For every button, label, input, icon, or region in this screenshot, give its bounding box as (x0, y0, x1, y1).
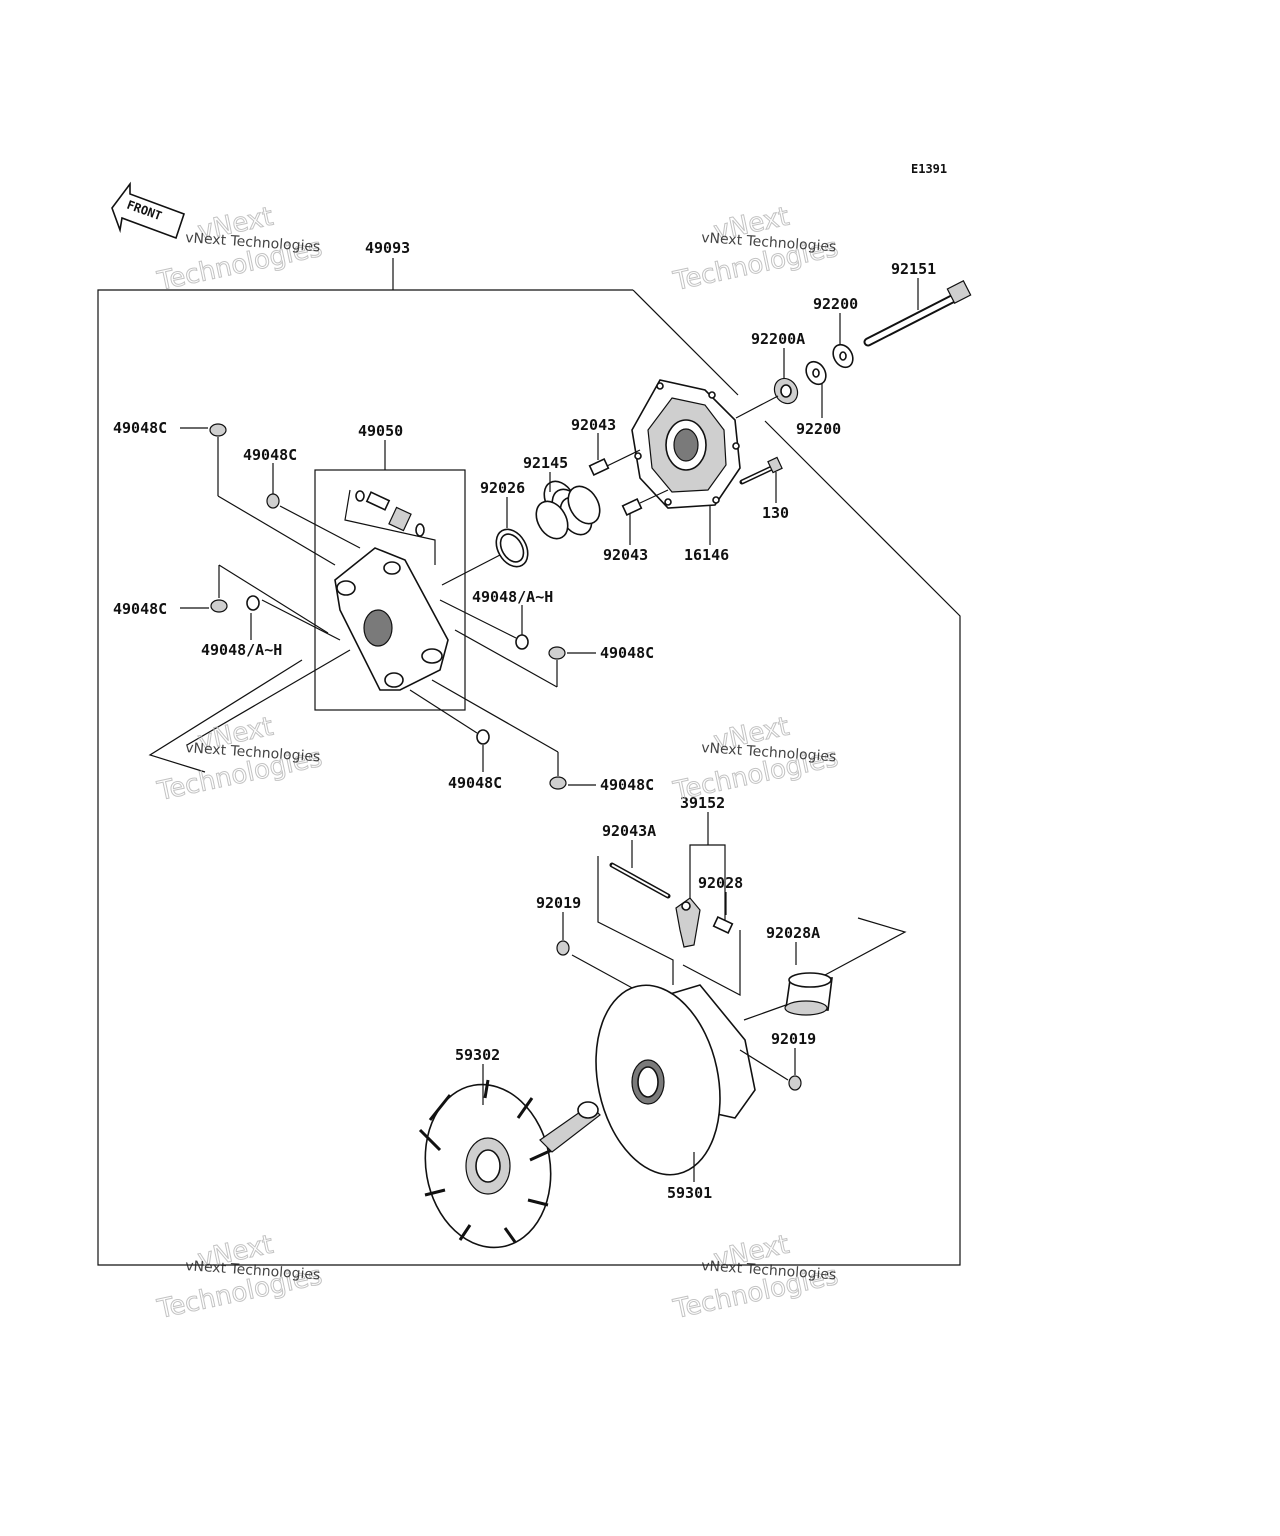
label-39152: 39152 (680, 794, 725, 812)
assembly-outline (97, 289, 961, 1266)
screw-130 (739, 456, 783, 485)
watermark-5: vNext Technologies vNext Technologies (154, 1229, 326, 1325)
label-92028: 92028 (698, 874, 743, 892)
nut-49048C-b (266, 493, 280, 509)
nut-49048C-e (476, 729, 490, 745)
label-92043A: 92043A (602, 822, 656, 840)
label-49048C-e: 49048C (448, 774, 502, 792)
diagram-code: E1391 (911, 162, 947, 176)
nut-49048-left (246, 595, 260, 611)
label-49050: 49050 (358, 422, 403, 440)
ring-92026 (495, 528, 529, 568)
label-92200-bottom: 92200 (796, 420, 841, 438)
label-49048C-f: 49048C (600, 776, 654, 794)
label-59302: 59302 (455, 1046, 500, 1064)
nut-49048C-c (210, 599, 228, 613)
roller-49050 (388, 506, 412, 532)
nut-49048C-a (209, 423, 227, 437)
watermark-4: vNext Technologies vNext Technologies (670, 711, 842, 807)
pin-92028 (712, 916, 734, 934)
label-49048AH-left: 49048/A~H (201, 641, 282, 659)
label-92151: 92151 (891, 260, 936, 278)
clip-49050 (355, 490, 365, 502)
label-49048C-b: 49048C (243, 446, 297, 464)
axis-line-top (735, 395, 779, 419)
bracket-49050 (314, 469, 466, 711)
nut-49048C-d (548, 646, 566, 660)
assembly-bracket-left (148, 659, 303, 773)
label-92043-bottom: 92043 (603, 546, 648, 564)
label-92019-left: 92019 (536, 894, 581, 912)
label-16146: 16146 (684, 546, 729, 564)
label-92043-top: 92043 (571, 416, 616, 434)
label-49048C-d: 49048C (600, 644, 654, 662)
pin-92043-top (588, 458, 610, 476)
label-49048AH-right: 49048/A~H (472, 588, 553, 606)
movable-sheave-59301 (595, 984, 756, 1176)
spider-16146 (631, 379, 741, 509)
label-49048C-a: 49048C (113, 419, 167, 437)
bushing-92200A (773, 377, 799, 405)
weight-arm-casting (334, 547, 449, 691)
nut-92019-left (556, 940, 570, 956)
axis-line-mid (441, 554, 501, 586)
watermark-6: vNext Technologies vNext Technologies (670, 1229, 842, 1325)
pin-92043-bottom (621, 498, 643, 516)
nut-92019-right (788, 1075, 802, 1091)
nut-49048C-f (549, 776, 567, 790)
label-92145: 92145 (523, 454, 568, 472)
label-130: 130 (762, 504, 789, 522)
pin-49050 (365, 491, 391, 511)
label-92200A: 92200A (751, 330, 805, 348)
fixed-sheave-59302 (418, 1079, 601, 1249)
spring-92145 (535, 480, 601, 540)
bushing-92028A (784, 972, 833, 1016)
label-92028A: 92028A (766, 924, 820, 942)
label-59301: 59301 (667, 1184, 712, 1202)
label-92019-right: 92019 (771, 1030, 816, 1048)
label-49093: 49093 (365, 239, 410, 257)
watermark-2: vNext Technologies vNext Technologies (670, 201, 842, 297)
weight-39152 (675, 897, 701, 948)
nut-49048-right (515, 634, 529, 650)
label-49048C-c: 49048C (113, 600, 167, 618)
label-92200-top: 92200 (813, 295, 858, 313)
bolt-92151 (863, 279, 972, 347)
assembly-outline-edge (632, 289, 739, 396)
clip2-49050 (415, 523, 425, 537)
label-92026: 92026 (480, 479, 525, 497)
front-arrow-icon: FRONT (111, 181, 186, 240)
watermark-3: vNext Technologies vNext Technologies (154, 711, 326, 807)
